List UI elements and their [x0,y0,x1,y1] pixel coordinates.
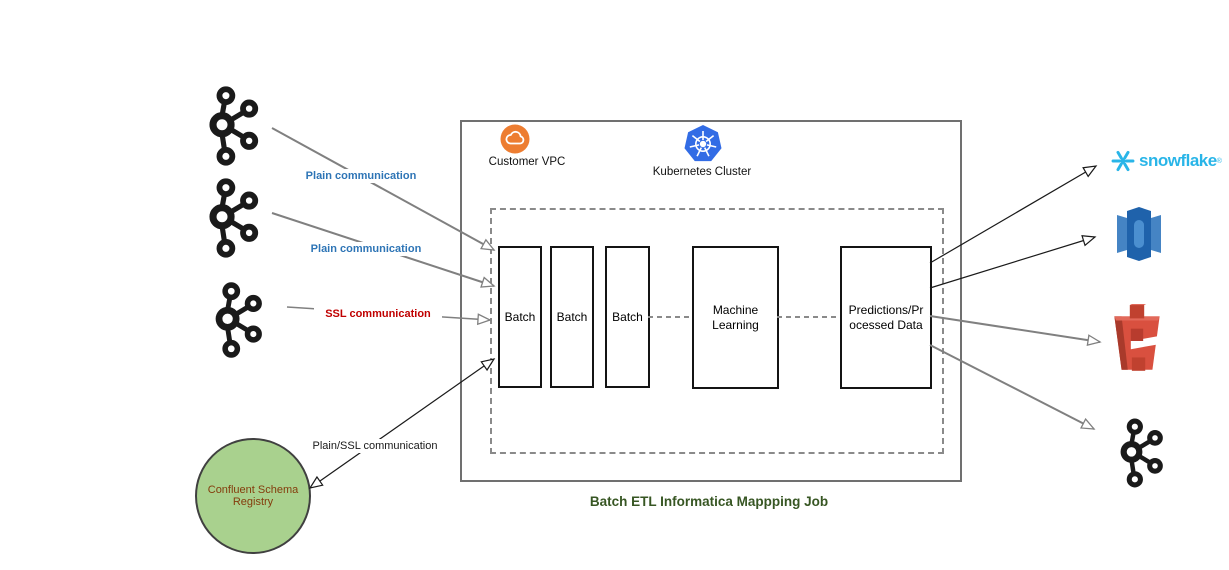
batch-node-2: Batch [550,246,594,388]
snowflake-logo-text: snowflake [1139,151,1217,170]
cloud-icon [500,124,530,154]
customer-vpc-label: Customer VPC [488,156,566,168]
snowflake-destination: snowflake ® [1110,148,1222,174]
diagram-title: Batch ETL Informatica Mappping Job [589,494,829,509]
redshift-icon [1117,207,1161,261]
kafka-icon [1120,418,1163,488]
predictions-line2: ocessed Data [849,317,923,332]
predictions-node: Predictions/Pr ocessed Data [840,246,932,389]
kafka-source-3 [207,282,269,358]
edge-label-plain-ssl-communication: Plain/SSL communication [297,439,453,453]
registry-label: Confluent Schema Registry [207,484,299,508]
kubernetes-wheel-icon [684,125,722,162]
s3-bucket-icon [1114,304,1160,371]
edge-label-ssl-communication: SSL communication [314,307,442,321]
snowflake-registered-mark: ® [1216,157,1222,165]
kafka-source-1 [200,86,266,166]
s3-destination [1106,304,1168,378]
batch-node-1: Batch [498,246,542,388]
kubernetes-cluster-label: Kubernetes Cluster [652,166,752,178]
kafka-destination [1113,412,1169,494]
customer-vpc-icon [500,124,530,154]
kafka-icon [215,282,262,358]
kubernetes-icon [683,124,723,164]
kafka-icon [209,178,259,258]
redshift-destination [1115,205,1163,263]
batch-node-3: Batch [605,246,650,388]
kafka-icon [209,86,259,166]
edge-label-plain-communication-1: Plain communication [297,169,425,183]
edge-label-plain-communication-2: Plain communication [302,242,430,256]
predictions-line1: Predictions/Pr [848,302,924,317]
kafka-source-2 [200,178,266,258]
machine-learning-node: Machine Learning [692,246,779,389]
snowflake-icon [1111,150,1135,172]
confluent-schema-registry-node: Confluent Schema Registry [195,438,311,554]
